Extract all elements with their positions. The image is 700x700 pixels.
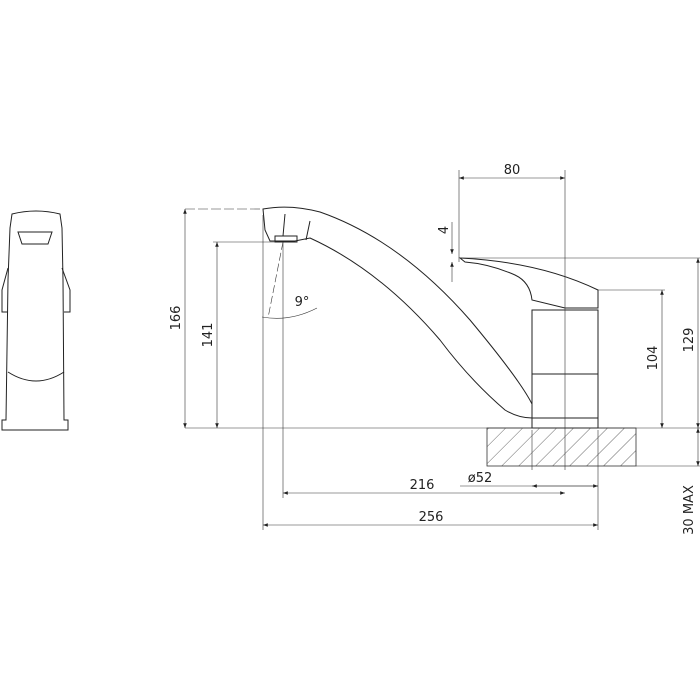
dim-216: 216 (410, 478, 435, 493)
dim-30-max: 30 MAX (682, 485, 697, 535)
dim-166: 166 (169, 306, 184, 331)
front-view (1, 210, 71, 431)
dimension-lines (183, 176, 700, 527)
dim-80: 80 (504, 163, 521, 178)
extension-lines (185, 170, 700, 530)
mounting-surface (486, 427, 637, 467)
side-view (262, 206, 637, 467)
spout (262, 206, 533, 419)
dim-129: 129 (682, 328, 697, 353)
dim-4: 4 (437, 226, 452, 234)
dim-104: 104 (646, 346, 661, 371)
dim-256: 256 (419, 510, 444, 525)
dim-9-degrees: 9° (295, 295, 310, 310)
dim-141: 141 (201, 323, 216, 348)
dim-diameter-52: ø52 (468, 471, 493, 486)
lever-handle (458, 257, 599, 309)
